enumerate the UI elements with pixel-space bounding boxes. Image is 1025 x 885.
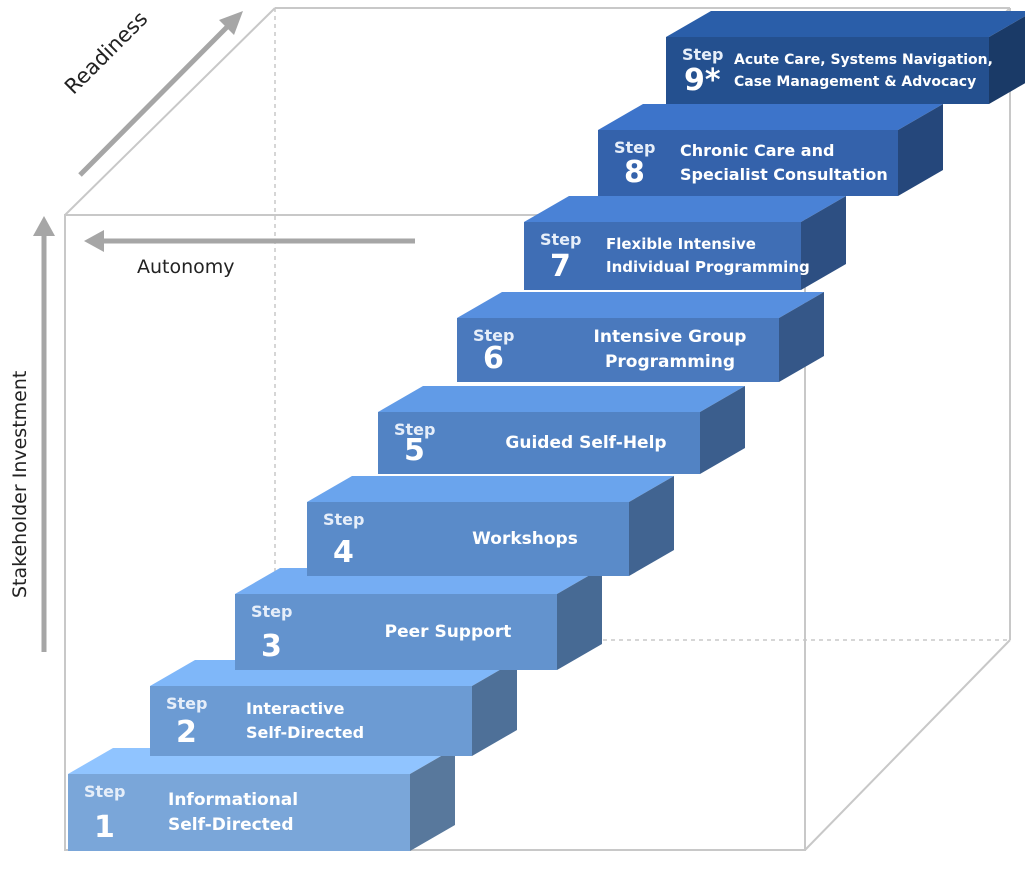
- step-top-face: [307, 476, 674, 502]
- step-top-face: [378, 386, 745, 412]
- step-side-face: [557, 568, 602, 670]
- step-label-line: Self-Directed: [168, 815, 294, 835]
- step-word: Step: [473, 326, 515, 345]
- step-label-line: Self-Directed: [246, 723, 365, 742]
- step-top-face: [666, 11, 1025, 37]
- step-number: 6: [483, 341, 504, 376]
- step-side-face: [472, 660, 517, 756]
- step-number: 3: [261, 629, 282, 664]
- step-label: Peer Support: [345, 620, 551, 645]
- step-number: 4: [333, 535, 354, 570]
- step-label-line: Workshops: [472, 529, 578, 549]
- step-label: Guided Self-Help: [478, 431, 694, 456]
- stakeholder-investment-axis-label: Stakeholder Investment: [9, 370, 31, 598]
- step-top-face: [598, 104, 943, 130]
- step-label-line: Intensive Group: [593, 327, 747, 347]
- step-word: Step: [394, 420, 436, 439]
- step-label-line: Informational: [168, 790, 299, 810]
- step-label-line: Specialist Consultation: [680, 165, 888, 184]
- step-number: 2: [176, 715, 197, 750]
- step-word: Step: [84, 782, 126, 801]
- step-word: Step: [540, 230, 582, 249]
- step-top-face: [457, 292, 824, 318]
- step-label: Acute Care, Systems Navigation, Case Mana…: [734, 49, 993, 93]
- step-side-face: [700, 386, 745, 474]
- step-side-face: [629, 476, 674, 576]
- step-word: Step: [251, 602, 293, 621]
- step-word: Step: [614, 138, 656, 157]
- step-side-face: [410, 748, 455, 851]
- step-label-line: Peer Support: [384, 622, 512, 642]
- step-top-face: [524, 196, 846, 222]
- step-number: 9*: [684, 63, 721, 98]
- step-3-block: Step 3 Peer Support: [235, 594, 557, 670]
- step-number: 5: [404, 433, 425, 468]
- step-label-line: Guided Self-Help: [505, 433, 667, 453]
- step-number: 8: [624, 155, 645, 190]
- step-side-face: [898, 104, 943, 196]
- step-side-face: [989, 16, 1025, 104]
- step-label-line: Interactive: [246, 699, 345, 718]
- step-4-block: Step 4 Workshops: [307, 502, 629, 576]
- step-word: Step: [166, 694, 208, 713]
- step-side-face: [779, 292, 824, 382]
- step-number: 7: [550, 249, 571, 284]
- step-label-line: Flexible Intensive: [606, 235, 756, 253]
- step-label-line: Acute Care, Systems Navigation,: [734, 52, 993, 68]
- step-label-line: Programming: [604, 352, 736, 372]
- step-word: Step: [682, 45, 724, 64]
- step-number: 1: [94, 810, 115, 845]
- step-label-line: Case Management & Advocacy: [734, 74, 977, 90]
- step-label-line: Chronic Care and: [680, 141, 835, 160]
- step-label-line: Individual Programming: [606, 258, 810, 276]
- step-label: Workshops: [427, 527, 623, 552]
- step-side-face: [801, 196, 846, 290]
- step-word: Step: [323, 510, 365, 529]
- autonomy-axis-label: Autonomy: [137, 256, 235, 278]
